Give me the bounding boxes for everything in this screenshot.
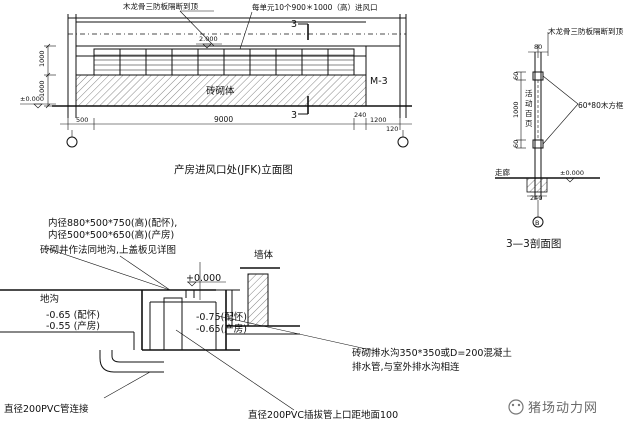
level-zero-left: ±0.000 — [20, 95, 44, 103]
flap-label-1: 活 — [525, 88, 533, 98]
dim-500: 500 — [76, 116, 88, 124]
frame-label: 60*80木方框 — [578, 100, 624, 110]
trench-note-line3: 砖砌井作法同地沟,上盖板见详图 — [40, 244, 176, 256]
brick-label: 砖砌体 — [206, 85, 235, 97]
level-2000: 2.000 — [199, 35, 218, 43]
dim-240: 240 — [354, 111, 366, 119]
trench-note-line2: 内径500*500*650(高)(产房) — [48, 229, 174, 241]
elevation-view — [20, 10, 412, 148]
dim-1200: 1200 — [370, 116, 387, 124]
section-level-zero: ±0.000 — [560, 169, 584, 177]
dim-1000-lower: 1000 — [38, 80, 46, 97]
pipe-note-right: 直径200PVC插拔管上口距地面100 — [248, 409, 398, 421]
brick-wall-hatch — [75, 74, 367, 107]
level-right-1: -0.75(配怀) — [196, 311, 247, 323]
section-dim-60-bottom: 60 — [512, 140, 520, 148]
drain-note-2: 排水管,与室外排水沟相连 — [352, 361, 460, 373]
elevation-note-vents: 每单元10个900＊1000（高）进风口 — [252, 2, 377, 12]
dim-9000: 9000 — [214, 115, 233, 124]
ditch-label: 地沟 — [40, 293, 59, 305]
section-dim-240: 240 — [530, 194, 542, 202]
section-dim-1000: 1000 — [512, 101, 520, 118]
level-left-2: -0.55 (产房) — [46, 320, 100, 332]
dim-120: 120 — [386, 125, 398, 133]
section-dim-80: 80 — [534, 43, 542, 51]
drain-note-1: 砖砌排水沟350*350或D=200混凝土 — [352, 347, 512, 359]
wall-label: 墙体 — [254, 249, 274, 261]
door-label: M-3 — [370, 76, 388, 87]
section-title: 3—3剖面图 — [506, 237, 561, 250]
pipe-note-left: 直径200PVC管连接 — [4, 403, 89, 415]
flap-label-2: 动 — [525, 98, 533, 108]
level-zero-trench: +0.000 — [186, 273, 221, 284]
level-left-1: -0.65 (配怀) — [46, 309, 100, 321]
section-note-partition: 木龙骨三防板隔断到顶 — [548, 26, 623, 36]
section-mark-top: 3 — [291, 19, 297, 30]
trench-note-line1: 内径880*500*750(高)(配怀), — [48, 217, 177, 229]
watermark-logo — [508, 399, 524, 415]
vent-louvers — [94, 49, 354, 75]
watermark-text: 猪场动力网 — [528, 401, 598, 416]
section-mark-bottom: 3 — [291, 110, 297, 121]
elevation-title: 产房进风口处(JFK)立面图 — [174, 163, 293, 176]
elevation-note-partition: 木龙骨三防板隔断到顶 — [123, 1, 198, 11]
flap-label-4: 页 — [525, 119, 533, 128]
flap-label-3: 百 — [525, 109, 533, 118]
corridor-label: 走廊 — [495, 167, 510, 177]
trench-view — [0, 247, 381, 411]
axis-b-label: B — [535, 219, 539, 227]
section-view — [495, 32, 600, 228]
dim-1000-upper: 1000 — [38, 50, 46, 67]
level-right-2: -0.65(产房) — [196, 323, 247, 335]
section-dim-60-top: 60 — [512, 72, 520, 80]
